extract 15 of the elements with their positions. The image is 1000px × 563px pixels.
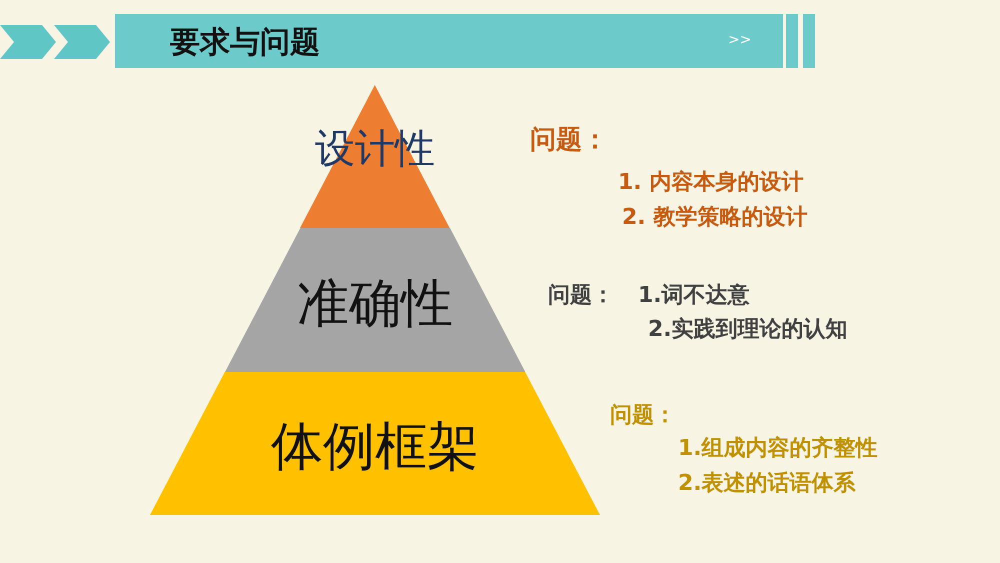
- problem-heading: 问题：: [610, 402, 676, 430]
- level-label: 体例框架: [270, 416, 480, 480]
- pyramid-middle-band: [224, 228, 526, 372]
- problem-heading: 问题：: [548, 282, 614, 310]
- slide-title: 要求与问题: [170, 24, 320, 62]
- pyramid-bottom-band: [150, 372, 600, 515]
- problem-heading: 问题：: [530, 124, 608, 157]
- header-arrow-text: >>: [728, 32, 752, 48]
- level-label: 准确性: [296, 272, 454, 336]
- problem-item: 1.组成内容的齐整性: [678, 434, 878, 463]
- problem-item: 1.词不达意: [638, 282, 750, 310]
- problem-item: 1. 内容本身的设计: [618, 168, 804, 197]
- problem-item: 2.实践到理论的认知: [648, 316, 848, 344]
- problem-item: 2.表述的话语体系: [678, 470, 856, 498]
- problem-item: 2. 教学策略的设计: [622, 204, 808, 232]
